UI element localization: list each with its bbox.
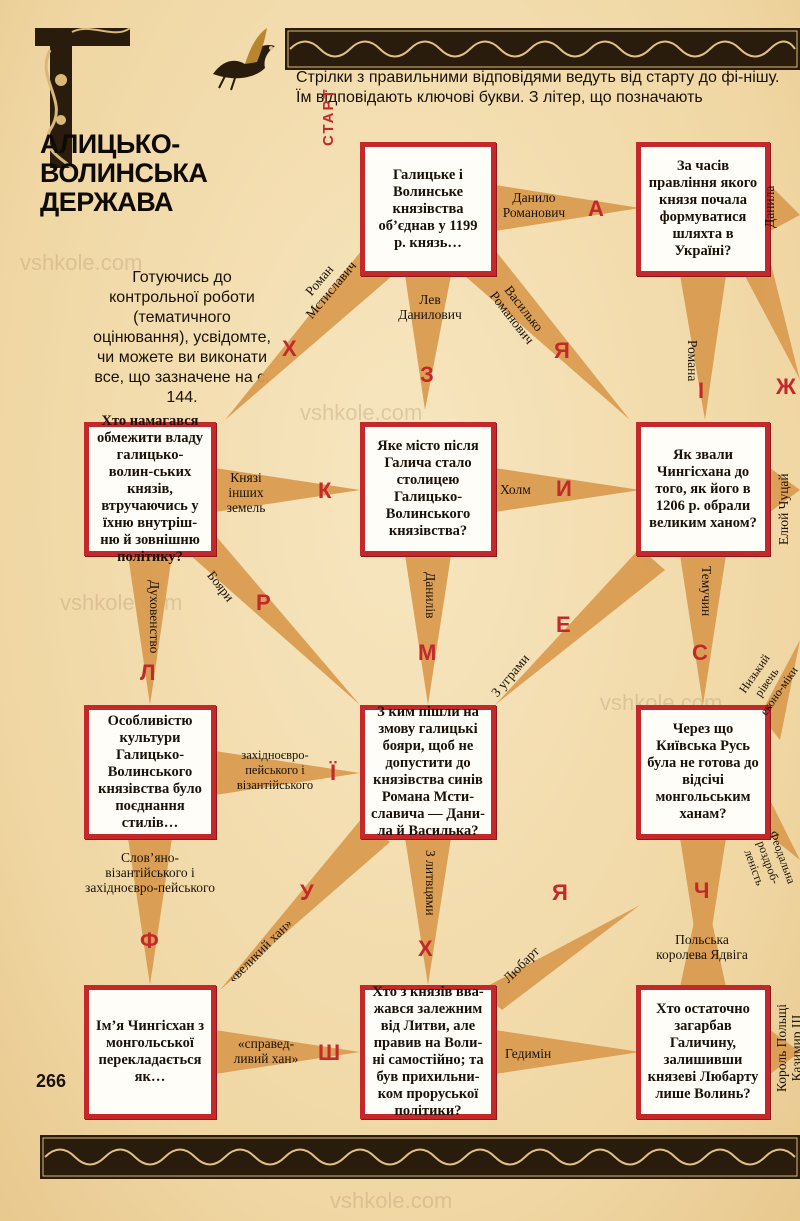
answer-label: Король Польщі Казимир ІІІ [774, 1003, 800, 1093]
ray-q5-downleft [495, 548, 665, 705]
ray-q5-down [680, 555, 726, 705]
question-box-5: Як звали Чингісхана до того, як його в 1… [636, 422, 770, 556]
ray-q1-downright [465, 250, 630, 420]
key-letter: З [420, 362, 434, 387]
answer-label: Елюй Чуцай [776, 473, 791, 545]
question-box-10: Хто з князів вва-жався залежним від Литв… [360, 984, 496, 1119]
ray-q3-right [215, 468, 360, 512]
key-letter: Л [140, 660, 156, 685]
ray-q7-down [405, 838, 451, 985]
answer-label: Польська королева Ядвіга [656, 932, 748, 962]
ray-q5-right [770, 468, 800, 512]
question-box-6: Особливістю культури Галицько-Волинськог… [84, 705, 216, 839]
question-box-8: Через що Київська Русь була не готова до… [636, 705, 770, 839]
key-letter: Р [256, 590, 271, 615]
intro-text: Стрілки з правильними відповідями ведуть… [296, 69, 780, 106]
key-letter: С [692, 640, 708, 665]
key-letter: І [698, 378, 705, 403]
question-box-2: За часів правління якого князя почала фо… [636, 142, 770, 276]
ray-q4-right [495, 468, 640, 512]
question-box-7: З ким пішли на змову галицькі бояри, щоб… [360, 704, 496, 839]
ray-q6-right [215, 751, 360, 795]
page-number: 266 [36, 1071, 67, 1091]
key-letter: Х [418, 936, 433, 961]
ray-q8-downright [760, 800, 800, 860]
ray-q9-right [215, 1030, 360, 1074]
key-letter: Ч [694, 878, 710, 903]
preparation-note: Готуючись до контрольної роботи (тематич… [93, 269, 271, 406]
answer-label: Гедимін [505, 1046, 552, 1061]
ray-q1-right [495, 185, 640, 231]
question-box-9: Ім’я Чингісхан з монгольської перекладає… [84, 985, 216, 1119]
ray-q8-upright [760, 640, 800, 740]
question-box-11: Хто остаточно загарбав Галичину, залишив… [636, 985, 770, 1119]
page-title: АЛИЦЬКО- ВОЛИНСЬКА ДЕРЖАВА [40, 129, 208, 217]
key-letter: И [556, 476, 572, 501]
question-box-4: Яке місто після Галича стало столицею Га… [360, 422, 496, 556]
key-letter: М [418, 640, 437, 665]
ray-q10-upright [480, 905, 640, 1010]
answer-label: З литвцями [423, 850, 438, 916]
answer-label: Князі інших земель [226, 470, 266, 515]
ray-q6-down [128, 838, 172, 985]
ornament-border-bottom [40, 1135, 800, 1179]
key-letter: Х [282, 336, 297, 361]
ray-q2-right [770, 185, 800, 231]
ray-q10-right [495, 1030, 640, 1074]
ray-q2-downright [745, 260, 800, 380]
answer-label: «справед-ливий хан» [233, 1036, 299, 1066]
key-letter: Ж [776, 374, 796, 399]
answer-label: Данилів [423, 572, 438, 619]
answer-label: Холм [500, 482, 531, 497]
ray-q3-down [128, 555, 172, 705]
key-letter: К [318, 478, 332, 503]
key-letter: Я [552, 880, 568, 905]
key-letter: У [300, 880, 314, 905]
question-box-3: Хто намагався обмежити владу галицько-во… [84, 413, 216, 565]
answer-label: Данила [762, 185, 777, 228]
key-letter: Ш [318, 1040, 341, 1065]
start-label: СТАРТ [320, 87, 337, 146]
answer-label: Данило Романович [502, 190, 566, 220]
ray-q2-down [680, 275, 726, 420]
ray-q4-down [405, 555, 451, 705]
key-letter: Е [556, 612, 571, 637]
key-letter: Ї [330, 760, 337, 785]
ray-q7-downleft [220, 818, 390, 990]
key-letter: А [588, 196, 604, 221]
ray-q1-downleft [225, 250, 392, 420]
ray-q1-down [405, 275, 451, 410]
answer-label: Романа [685, 340, 700, 382]
watermark: vshkole.com [300, 400, 423, 425]
question-box-1: Галицьке і Волинське князівства об’єднав… [360, 142, 496, 276]
watermark: vshkole.com [330, 1188, 453, 1213]
ray-q3-downright [190, 535, 360, 705]
ornamental-initial-icon [35, 27, 131, 170]
ornament-border-top [285, 28, 800, 70]
answer-label: Слов’яно-візантійського і західноєвро-пе… [85, 850, 215, 895]
watermark: vshkole.com [20, 250, 143, 275]
key-letter: Ф [140, 928, 159, 953]
answer-label: Лев Данилович [398, 292, 462, 322]
answer-label: Духовенство [147, 580, 162, 654]
answer-label: західноєвро-пейського і візантійського [236, 748, 314, 792]
answer-label: Темучин [699, 566, 714, 617]
ray-q11-up [680, 880, 726, 987]
ray-q11-right [770, 1030, 800, 1074]
key-letter: Я [554, 338, 570, 363]
bird-emblem-icon [213, 28, 275, 91]
